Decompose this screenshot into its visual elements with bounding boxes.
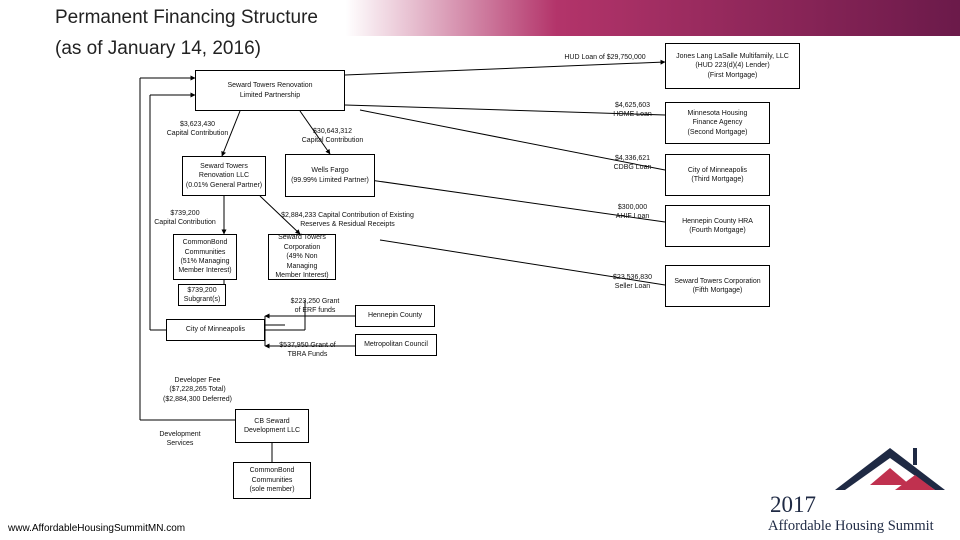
seller-loan-label: $23,536,830 Seller Loan xyxy=(613,274,652,291)
capital-contribution-739-label: $739,200 Capital Contribution xyxy=(154,210,216,227)
ahif-loan-label: $300,000 AHIF Loan xyxy=(615,204,650,221)
seward-llc-box: Seward Towers Renovation LLC (0.01% Gene… xyxy=(182,156,266,196)
header-banner xyxy=(0,0,960,36)
jll-lender-label: Jones Lang LaSalle Multifamily, LLC (HUD… xyxy=(676,52,789,79)
metropolitan-council-box: Metropolitan Council xyxy=(355,334,437,356)
seward-corp-member-label: Seward Towers Corporation (49% Non Manag… xyxy=(275,234,329,280)
page-subtitle: (as of January 14, 2016) xyxy=(55,38,261,59)
city-third-mortgage-box: City of Minneapolis (Third Mortgage) xyxy=(665,154,770,196)
seward-llc-label: Seward Towers Renovation LLC (0.01% Gene… xyxy=(185,162,263,189)
commonbond-sole-member-label: CommonBond Communities (sole member) xyxy=(249,467,295,494)
footer-url: www.AffordableHousingSummitMN.com xyxy=(8,523,186,534)
city-minneapolis-box: City of Minneapolis xyxy=(166,319,265,341)
mhfa-lender-box: Minnesota Housing Finance Agency (Second… xyxy=(665,102,770,144)
jll-lender-box: Jones Lang LaSalle Multifamily, LLC (HUD… xyxy=(665,43,800,89)
wells-fargo-label: Wells Fargo (99.99% Limited Partner) xyxy=(291,167,369,184)
mhfa-lender-label: Minnesota Housing Finance Agency (Second… xyxy=(687,109,748,136)
seward-fifth-mortgage-box: Seward Towers Corporation (Fifth Mortgag… xyxy=(665,265,770,307)
commonbond-sole-member-box: CommonBond Communities (sole member) xyxy=(233,462,311,499)
development-services-label: Development Services xyxy=(159,431,201,448)
hennepin-hra-box: Hennepin County HRA (Fourth Mortgage) xyxy=(665,205,770,247)
city-third-mortgage-label: City of Minneapolis (Third Mortgage) xyxy=(687,166,748,183)
page-title: Permanent Financing Structure xyxy=(55,7,318,28)
commonbond-member-box: CommonBond Communities (51% Managing Mem… xyxy=(173,234,237,280)
hennepin-county-box: Hennepin County xyxy=(355,305,435,327)
partnership-box: Seward Towers Renovation Limited Partner… xyxy=(195,70,345,111)
capital-contribution-3m-label: $3,623,430 Capital Contribution xyxy=(166,121,229,138)
city-minneapolis-label: City of Minneapolis xyxy=(185,326,246,334)
seward-fifth-mortgage-label: Seward Towers Corporation (Fifth Mortgag… xyxy=(674,277,761,294)
developer-fee-label: Developer Fee ($7,228,265 Total) ($2,884… xyxy=(163,377,232,403)
erf-grant-label: $223,250 Grant of ERF funds xyxy=(290,298,340,315)
seward-corp-member-box: Seward Towers Corporation (49% Non Manag… xyxy=(268,234,336,280)
metropolitan-council-label: Metropolitan Council xyxy=(364,341,428,349)
house-roof-logo-icon xyxy=(835,448,945,490)
hennepin-county-label: Hennepin County xyxy=(367,312,423,320)
wells-fargo-box: Wells Fargo (99.99% Limited Partner) xyxy=(285,154,375,197)
cb-seward-box: CB Seward Development LLC xyxy=(235,409,309,443)
commonbond-member-label: CommonBond Communities (51% Managing Mem… xyxy=(178,239,232,275)
capital-contribution-existing-label: $2,884,233 Capital Contribution of Exist… xyxy=(281,212,414,229)
subgrants-box: $739,200 Subgrant(s) xyxy=(178,284,226,306)
home-loan-label: $4,625,603 HOME Loan xyxy=(613,102,652,119)
capital-contribution-30m-label: $30,643,312 Capital Contribution xyxy=(301,128,364,145)
logo-name: Affordable Housing Summit xyxy=(768,518,934,534)
hud-loan-label: HUD Loan of $29,750,000 xyxy=(564,54,646,61)
tbra-grant-label: $537,950 Grant of TBRA Funds xyxy=(279,342,336,359)
subgrants-label: $739,200 Subgrant(s) xyxy=(183,286,221,303)
logo-year: 2017 xyxy=(770,492,816,517)
cb-seward-label: CB Seward Development LLC xyxy=(243,417,301,434)
partnership-label: Seward Towers Renovation Limited Partner… xyxy=(227,82,313,99)
cdbg-loan-label: $4,336,621 CDBG Loan xyxy=(613,155,652,172)
hennepin-hra-label: Hennepin County HRA (Fourth Mortgage) xyxy=(682,217,753,234)
